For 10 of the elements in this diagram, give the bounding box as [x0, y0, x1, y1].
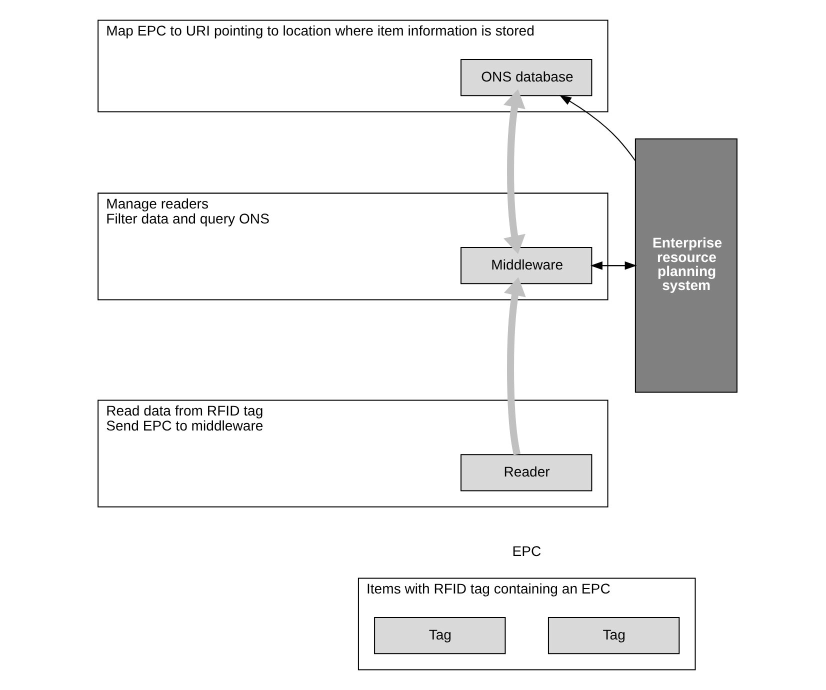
- label: EPC: [512, 542, 541, 559]
- node-box: Middleware: [460, 246, 592, 284]
- node-box: Enterprise resource planning system: [634, 138, 737, 393]
- arrow: [502, 89, 525, 254]
- node-box: ONS database: [460, 58, 592, 96]
- node-box: Reader: [460, 454, 592, 492]
- node-box: Tag: [374, 616, 506, 654]
- node-box: Tag: [547, 616, 680, 654]
- arrow: [503, 277, 526, 456]
- arrow: [558, 95, 636, 162]
